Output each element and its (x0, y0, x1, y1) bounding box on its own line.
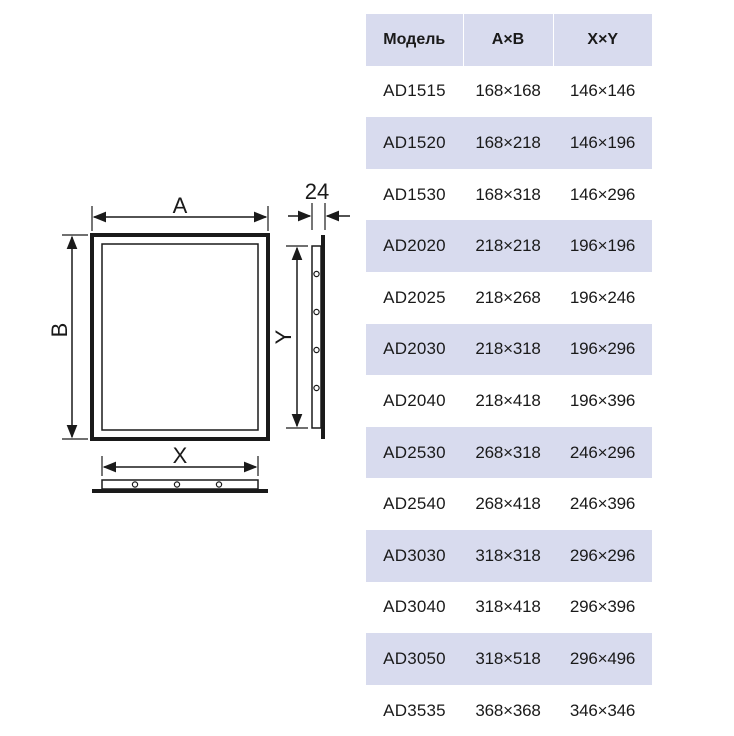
cell-xy: 196×396 (569, 390, 636, 410)
cell-ab: 218×268 (475, 287, 541, 307)
cell-xy: 146×146 (569, 81, 636, 101)
technical-drawing: A B 24 Y X (47, 179, 350, 493)
cell-ab: 218×218 (475, 236, 541, 256)
cell-xy: 246×396 (569, 494, 636, 514)
cell-model: AD1515 (383, 81, 446, 101)
dim-depth-label: 24 (305, 179, 329, 204)
side-hole-3 (313, 346, 320, 354)
cell-model: AD2020 (383, 236, 446, 256)
bottom-view: X (92, 443, 268, 493)
cell-xy: 296×296 (569, 545, 636, 565)
cell-xy: 296×496 (569, 648, 636, 668)
cell-xy: 196×296 (569, 339, 636, 359)
dim-a-label: A (173, 193, 188, 218)
side-body (311, 245, 322, 429)
side-hole-2 (313, 308, 320, 316)
cell-xy: 296×396 (569, 597, 636, 617)
bottom-hole-2 (173, 481, 181, 488)
cell-ab: 268×418 (475, 494, 541, 514)
cell-model: AD2025 (383, 287, 446, 307)
table-row: AD2530 268×318 246×296 (366, 426, 652, 479)
cell-model: AD3030 (383, 545, 446, 565)
door-outer-frame (90, 233, 270, 441)
side-hole-4 (313, 384, 320, 392)
cell-xy: 346×346 (569, 700, 636, 720)
door-inner-panel (101, 243, 259, 431)
cell-ab: 218×418 (475, 390, 541, 410)
bottom-hole-3 (215, 481, 223, 488)
cell-xy: 196×246 (569, 287, 636, 307)
side-flange (321, 235, 325, 439)
dim-x-label: X (173, 443, 188, 468)
front-view: A B (47, 193, 270, 441)
table-row: AD1515 168×168 146×146 (366, 66, 652, 118)
side-view: 24 Y (271, 179, 350, 439)
cell-model: AD2040 (383, 390, 446, 410)
spec-table: Модель A×B X×Y AD1515 168×168 146×146 AD… (366, 14, 652, 736)
cell-xy: 196×196 (569, 236, 636, 256)
cell-model: AD3050 (383, 648, 446, 668)
header-model: Модель (366, 14, 464, 66)
table-row: AD3050 318×518 296×496 (366, 633, 652, 685)
table-row: AD3030 318×318 296×296 (366, 529, 652, 582)
header-ab: A×B (463, 14, 554, 66)
cell-ab: 168×318 (475, 184, 541, 204)
cell-model: AD2030 (383, 339, 446, 359)
table-row: AD3040 318×418 296×396 (366, 582, 652, 634)
table-row: AD1520 168×218 146×196 (366, 117, 652, 169)
table-header-row: Модель A×B X×Y (366, 14, 652, 66)
cell-ab: 368×368 (475, 700, 541, 720)
table-row: AD2025 218×268 196×246 (366, 272, 652, 324)
cell-model: AD1530 (383, 184, 446, 204)
table-row: AD2540 268×418 246×396 (366, 478, 652, 530)
cell-ab: 168×168 (475, 81, 541, 101)
bottom-flange (92, 489, 268, 493)
dim-y-label: Y (271, 329, 296, 344)
table-row: AD3535 368×368 346×346 (366, 685, 652, 736)
cell-ab: 218×318 (475, 339, 541, 359)
table-row: AD1530 168×318 146×296 (366, 169, 652, 221)
table-row: AD2040 218×418 196×396 (366, 375, 652, 427)
cell-model: AD3040 (383, 597, 446, 617)
cell-ab: 318×318 (475, 545, 541, 565)
cell-xy: 146×196 (569, 132, 636, 152)
table-row: AD2020 218×218 196×196 (366, 220, 652, 272)
bottom-hole-1 (131, 481, 139, 488)
dim-b-label: B (47, 323, 72, 338)
cell-model: AD1520 (383, 132, 446, 152)
cell-ab: 318×418 (475, 597, 541, 617)
cell-xy: 146×296 (569, 184, 636, 204)
cell-model: AD3535 (383, 700, 446, 720)
cell-ab: 268×318 (475, 442, 541, 462)
cell-model: AD2530 (383, 442, 446, 462)
cell-ab: 318×518 (475, 648, 541, 668)
header-xy: X×Y (587, 30, 619, 48)
cell-xy: 246×296 (569, 442, 636, 462)
table-row: AD2030 218×318 196×296 (366, 323, 652, 376)
cell-ab: 168×218 (475, 132, 541, 152)
side-hole-1 (313, 270, 320, 278)
cell-model: AD2540 (383, 494, 446, 514)
